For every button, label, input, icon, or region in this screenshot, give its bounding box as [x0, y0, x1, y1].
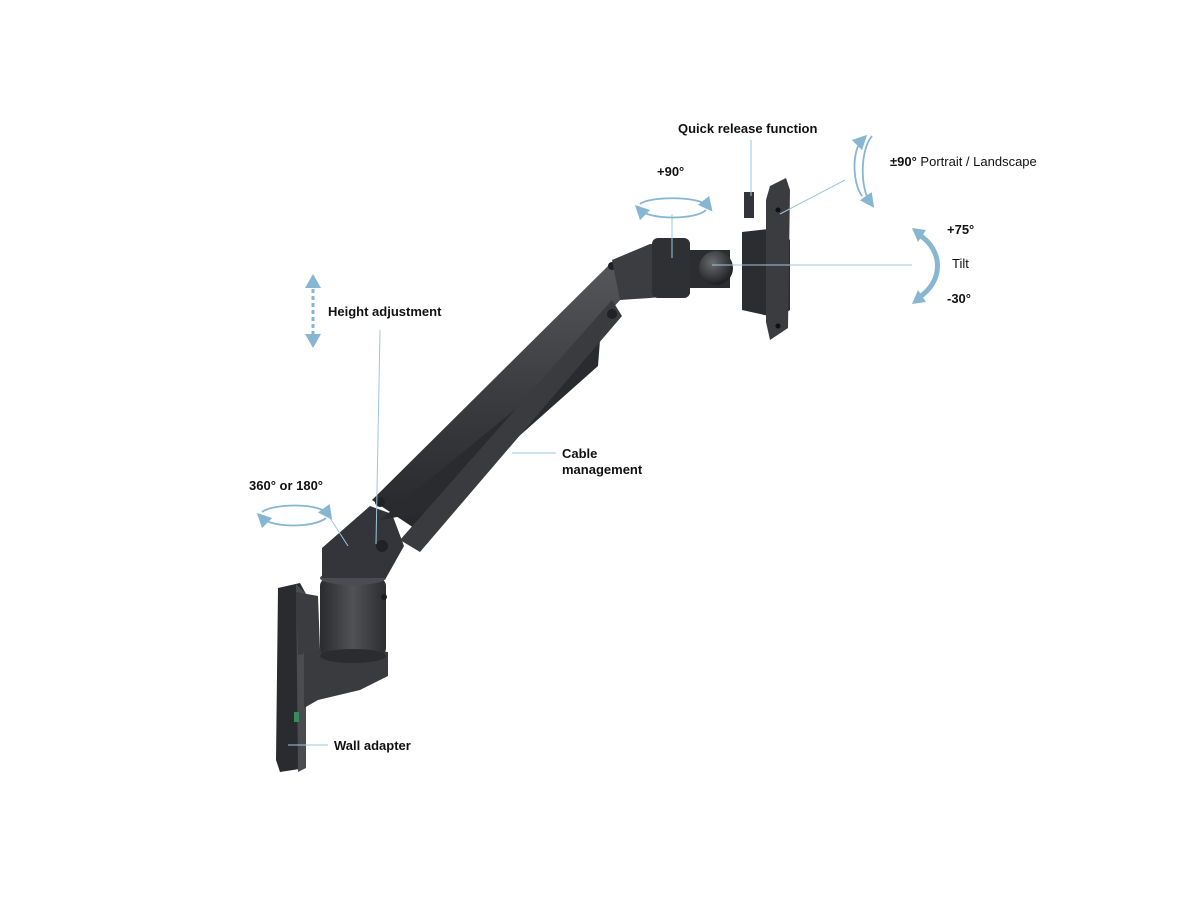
height-adjustment-label: Height adjustment — [328, 304, 442, 319]
swivel-angle-label: +90° — [657, 164, 685, 179]
cable-management-label-line2: management — [562, 462, 643, 477]
tilt-label: Tilt — [952, 256, 969, 271]
wall-adapter-label: Wall adapter — [334, 738, 411, 753]
gas-spring-arm — [372, 262, 640, 552]
vesa-plate — [742, 178, 790, 340]
rotation-label: ±90° Portrait / Landscape — [890, 154, 1037, 169]
rotation-text: Portrait / Landscape — [920, 154, 1037, 169]
quick-release-label: Quick release function — [678, 121, 818, 136]
tilt-arc-arrow-icon — [912, 228, 940, 304]
rotate-arrow-icon — [256, 134, 875, 529]
swivel-knuckle — [652, 238, 690, 298]
elbow-joint — [322, 506, 404, 578]
double-arrow-vertical-icon — [305, 274, 321, 348]
leader-lines — [288, 140, 912, 746]
wall-bracket-upper — [296, 592, 320, 655]
cable-management-label-line1: Cable — [562, 446, 598, 461]
tilt-down-label: -30° — [947, 291, 971, 306]
base-rotation-label: 360° or 180° — [249, 478, 324, 493]
rotation-angle: ±90° — [890, 154, 917, 169]
wall-bracket — [304, 648, 388, 708]
tilt-ball — [690, 250, 733, 288]
column-post — [320, 571, 387, 663]
tilt-up-label: +75° — [947, 222, 975, 237]
